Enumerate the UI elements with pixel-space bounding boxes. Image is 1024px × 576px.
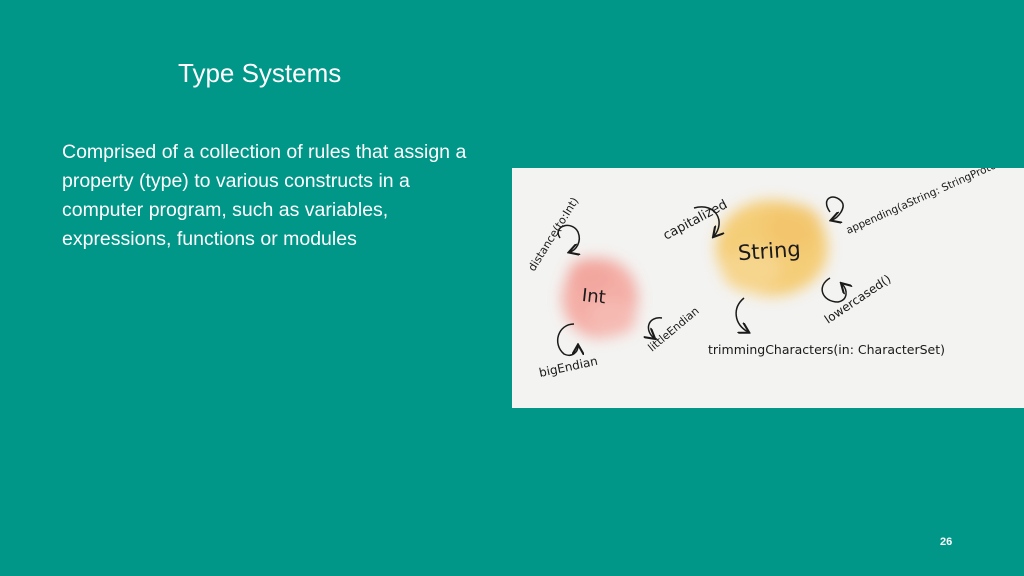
slide-title: Type Systems <box>178 58 342 88</box>
string-member-appending: appending(aString: StringProtocol) <box>844 168 1015 237</box>
string-blob <box>716 200 828 296</box>
slide-body-text: Comprised of a collection of rules that … <box>62 141 467 250</box>
int-member-bigendian: bigEndian <box>538 354 599 380</box>
string-member-trimming: trimmingCharacters(in: CharacterSet) <box>708 342 945 357</box>
int-member-distance: distance(to:Int) <box>526 195 582 274</box>
type-diagram: Int String distance(to:Int) bigEndian li… <box>512 168 1024 408</box>
string-label: String <box>737 237 801 265</box>
int-label: Int <box>581 285 607 308</box>
page-number: 26 <box>940 536 953 548</box>
int-member-littleendian: littleEndian <box>646 304 702 354</box>
relation-arrows <box>556 196 846 357</box>
type-diagram-sketch: Int String distance(to:Int) bigEndian li… <box>526 168 1016 380</box>
int-blob <box>562 258 638 338</box>
string-member-lowercased: lowercased() <box>822 272 894 327</box>
